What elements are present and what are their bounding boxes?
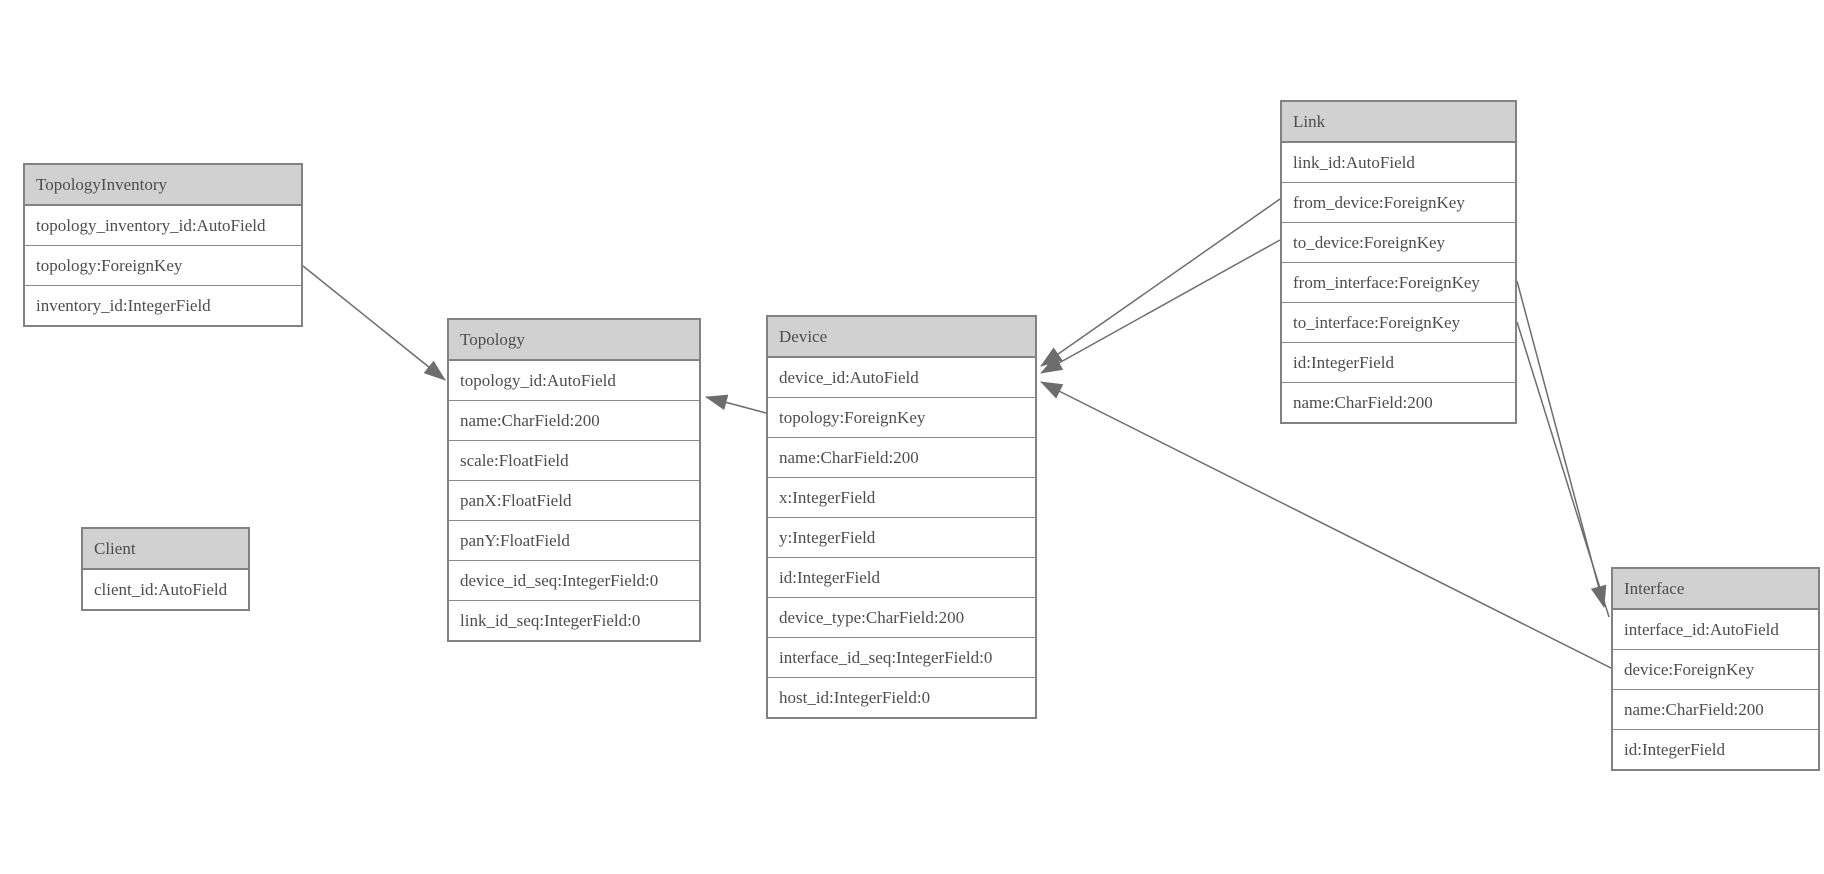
field-row: to_interface:ForeignKey [1282,303,1515,343]
field-row: topology:ForeignKey [768,398,1035,438]
field-row: link_id_seq:IntegerField:0 [449,601,699,640]
field-row: inventory_id:IntegerField [25,286,301,325]
table-topology-title: Topology [449,320,699,361]
field-row: device_id:AutoField [768,358,1035,398]
edge-interface-device-device [1040,381,1612,669]
field-row: interface_id_seq:IntegerField:0 [768,638,1035,678]
table-link-title: Link [1282,102,1515,143]
field-row: from_interface:ForeignKey [1282,263,1515,303]
field-row: to_device:ForeignKey [1282,223,1515,263]
field-row: from_device:ForeignKey [1282,183,1515,223]
field-row: topology_id:AutoField [449,361,699,401]
field-row: id:IntegerField [1282,343,1515,383]
field-row: id:IntegerField [768,558,1035,598]
table-client-title: Client [83,529,248,570]
table-topologyinventory-title: TopologyInventory [25,165,301,206]
field-row: link_id:AutoField [1282,143,1515,183]
field-row: topology_inventory_id:AutoField [25,206,301,246]
field-row: device_type:CharField:200 [768,598,1035,638]
field-row: name:CharField:200 [449,401,699,441]
field-row: id:IntegerField [1613,730,1818,769]
field-row: name:CharField:200 [768,438,1035,478]
edge-topologyinventory-topology [302,265,446,381]
edge-device-topology [705,394,767,414]
edge-link-to-device-device [1040,239,1281,374]
edge-link-from-device-device [1040,198,1281,367]
table-topology[interactable]: Topology topology_id:AutoField name:Char… [447,318,701,642]
field-row: device:ForeignKey [1613,650,1818,690]
field-row: y:IntegerField [768,518,1035,558]
table-interface[interactable]: Interface interface_id:AutoField device:… [1611,567,1820,771]
table-device-title: Device [768,317,1035,358]
table-link[interactable]: Link link_id:AutoField from_device:Forei… [1280,100,1517,424]
field-row: panX:FloatField [449,481,699,521]
field-row: x:IntegerField [768,478,1035,518]
field-row: scale:FloatField [449,441,699,481]
field-row: panY:FloatField [449,521,699,561]
field-row: device_id_seq:IntegerField:0 [449,561,699,601]
table-device[interactable]: Device device_id:AutoField topology:Fore… [766,315,1037,719]
field-row: host_id:IntegerField:0 [768,678,1035,717]
field-row: name:CharField:200 [1282,383,1515,422]
field-row: name:CharField:200 [1613,690,1818,730]
field-row: topology:ForeignKey [25,246,301,286]
edge-link-to-interface-interface [1516,321,1610,618]
field-row: interface_id:AutoField [1613,610,1818,650]
field-row: client_id:AutoField [83,570,248,609]
table-topologyinventory[interactable]: TopologyInventory topology_inventory_id:… [23,163,303,327]
table-client[interactable]: Client client_id:AutoField [81,527,250,611]
table-interface-title: Interface [1613,569,1818,610]
